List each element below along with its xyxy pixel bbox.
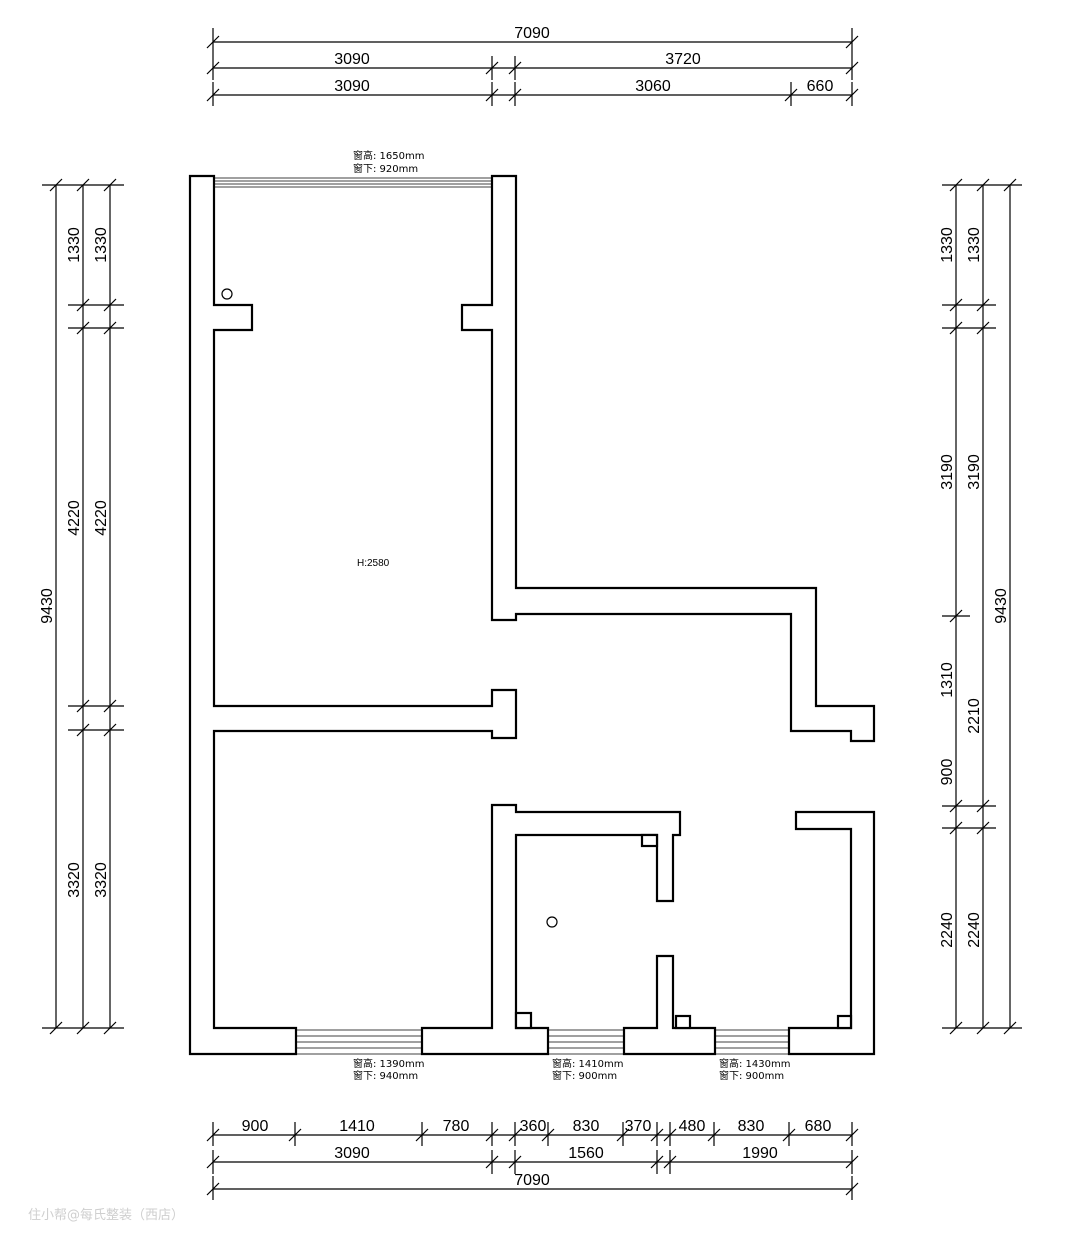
wall-divider-post <box>622 954 717 1056</box>
left-dim-overall: 9430 <box>39 588 56 624</box>
bottom-dim-r1-6: 480 <box>679 1118 706 1135</box>
bottom-dim-r1-1: 1410 <box>339 1118 375 1135</box>
bottom-dim-r2-0: 3090 <box>334 1145 370 1162</box>
bottom-dim-r1-4: 830 <box>573 1118 600 1135</box>
top-dim-row3-right: 660 <box>807 78 834 95</box>
right-dim-b2: 3190 <box>966 454 983 490</box>
walls <box>188 174 876 1056</box>
window-bl-sill: 窗下: 940mm <box>353 1069 418 1082</box>
left-dim-b2: 4220 <box>93 500 110 536</box>
pipe-icon <box>221 288 233 300</box>
right-dim-a5: 2240 <box>939 912 956 948</box>
left-dimensions: 9430 1330 4220 3320 1330 4220 3320 <box>39 178 124 1035</box>
column-1 <box>514 1011 533 1030</box>
top-dim-overall: 7090 <box>514 25 550 42</box>
top-dim-row3-left: 3090 <box>334 78 370 95</box>
right-dim-b3: 2210 <box>966 698 983 734</box>
bottom-dim-r1-3: 360 <box>520 1118 547 1135</box>
left-dim-a1: 1330 <box>66 227 83 263</box>
window-bm-sill: 窗下: 900mm <box>552 1069 617 1082</box>
bottom-dim-overall: 7090 <box>514 1172 550 1189</box>
window-bottom-mid <box>548 1029 624 1055</box>
right-dim-b4: 2240 <box>966 912 983 948</box>
bottom-dimensions: 900 1410 780 360 830 370 480 830 680 309… <box>206 1118 859 1200</box>
right-dim-b1: 1330 <box>966 227 983 263</box>
bottom-dim-r1-5: 370 <box>625 1118 652 1135</box>
window-top-sill: 窗下: 920mm <box>353 162 418 175</box>
left-dim-b1: 1330 <box>93 227 110 263</box>
window-bl-height: 窗高: 1390mm <box>353 1057 424 1070</box>
column-2 <box>674 1014 692 1030</box>
window-top <box>214 177 492 188</box>
window-top-height: 窗高: 1650mm <box>353 149 424 162</box>
right-dim-a1: 1330 <box>939 227 956 263</box>
window-br-sill: 窗下: 900mm <box>719 1069 784 1082</box>
windows <box>214 177 789 1055</box>
column-4 <box>640 833 659 848</box>
top-dimensions: 7090 3090 3720 3090 3060 660 <box>206 25 859 106</box>
window-bottom-right <box>715 1029 789 1055</box>
right-dim-a3: 1310 <box>939 662 956 698</box>
wall-lower-right <box>787 810 876 1056</box>
bottom-dim-r2-2: 1990 <box>742 1145 778 1162</box>
bottom-dim-r1-8: 680 <box>805 1118 832 1135</box>
bottom-dim-r1-0: 900 <box>242 1118 269 1135</box>
left-dim-b3: 3320 <box>93 862 110 898</box>
window-bm-height: 窗高: 1410mm <box>552 1057 623 1070</box>
column-3 <box>836 1014 853 1030</box>
drain-icon <box>546 916 558 928</box>
top-dim-left: 3090 <box>334 51 370 68</box>
wall-left-upper <box>188 174 518 1056</box>
right-dim-a2: 3190 <box>939 454 956 490</box>
bottom-dim-r1-7: 830 <box>738 1118 765 1135</box>
wall-upper-right <box>460 174 876 743</box>
window-br-height: 窗高: 1430mm <box>719 1057 790 1070</box>
left-dim-a3: 3320 <box>66 862 83 898</box>
right-dim-overall: 9430 <box>993 588 1010 624</box>
bottom-dim-r1-2: 780 <box>443 1118 470 1135</box>
window-bottom-left <box>296 1029 422 1055</box>
top-dim-row3-mid: 3060 <box>635 78 671 95</box>
top-dim-right: 3720 <box>665 51 701 68</box>
window-notes: 窗高: 1650mm 窗下: 920mm 窗高: 1390mm 窗下: 940m… <box>353 149 790 1082</box>
right-dimensions: 1330 3190 1310 900 2240 1330 3190 2210 2… <box>939 178 1022 1035</box>
right-dim-a4: 900 <box>939 759 956 786</box>
watermark: 住小帮@每氏整装（西店） <box>28 1207 184 1223</box>
bottom-dim-r2-1: 1560 <box>568 1145 604 1162</box>
ceiling-height-label: H:2580 <box>357 558 390 569</box>
left-dim-a2: 4220 <box>66 500 83 536</box>
